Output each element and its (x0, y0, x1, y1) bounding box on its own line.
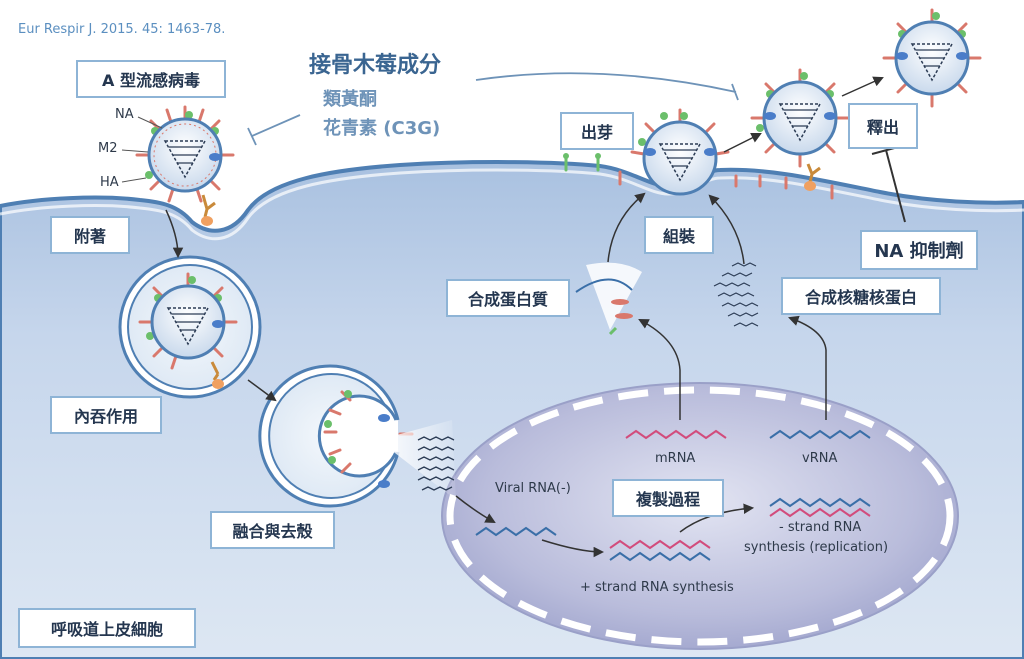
step-attach-label: 附著 (50, 216, 130, 254)
rna-mrna-label: mRNA (655, 451, 696, 466)
rna-vrna-label: vRNA (802, 451, 838, 466)
cell-label: 呼吸道上皮細胞 (18, 608, 196, 648)
endosome-vesicle (118, 255, 262, 399)
process-arrows (165, 76, 884, 558)
inhibitor-title: 接骨木莓成分 (309, 53, 442, 78)
step-fusion-label: 融合與去殼 (210, 511, 335, 549)
step-endocytosis-label: 內吞作用 (50, 396, 162, 434)
rna-minus-strand-line2: synthesis (replication) (744, 540, 889, 555)
inhibitor-anthocyanin: 花青素 (C3G) (323, 118, 441, 139)
viral-rna-strands (475, 429, 871, 562)
step-protein-synthesis-label: 合成蛋白質 (446, 279, 570, 317)
virus-name-label: A 型流感病毒 (76, 60, 226, 98)
inhibitor-flavonoid: 類黃酮 (323, 89, 377, 110)
rna-viral-label: Viral RNA(-) (495, 481, 571, 496)
virus-part-pointers (121, 116, 163, 183)
protein-synthesis-ribosome (575, 262, 642, 336)
virus-released-1 (750, 68, 850, 191)
virus-part-na: NA (115, 107, 134, 122)
step-release-label: 釋出 (848, 103, 918, 149)
step-nucleoprotein-label: 合成核糖核蛋白 (781, 277, 941, 315)
step-replication-label: 複製過程 (612, 479, 724, 517)
rna-minus-strand-line1: - strand RNA (779, 520, 862, 535)
citation: Eur Respir J. 2015. 45: 1463-78. (18, 22, 226, 37)
ribonucleoprotein-cluster (713, 262, 759, 327)
virus-released-2 (882, 8, 982, 108)
na-inhibitor-label: NA 抑制劑 (860, 230, 978, 270)
step-assembly-label: 組裝 (644, 216, 714, 254)
membrane-spikes (563, 153, 834, 200)
nuclear-envelope (446, 386, 954, 646)
virus-part-m2: M2 (98, 141, 118, 156)
fusion-vesicle (258, 364, 456, 508)
rna-plus-strand-label: + strand RNA synthesis (580, 580, 734, 595)
virus-attaching (135, 105, 235, 226)
virus-budding (630, 108, 730, 196)
inhibition-lines (247, 72, 739, 146)
step-budding-label: 出芽 (560, 112, 634, 150)
virus-part-ha: HA (100, 175, 119, 190)
